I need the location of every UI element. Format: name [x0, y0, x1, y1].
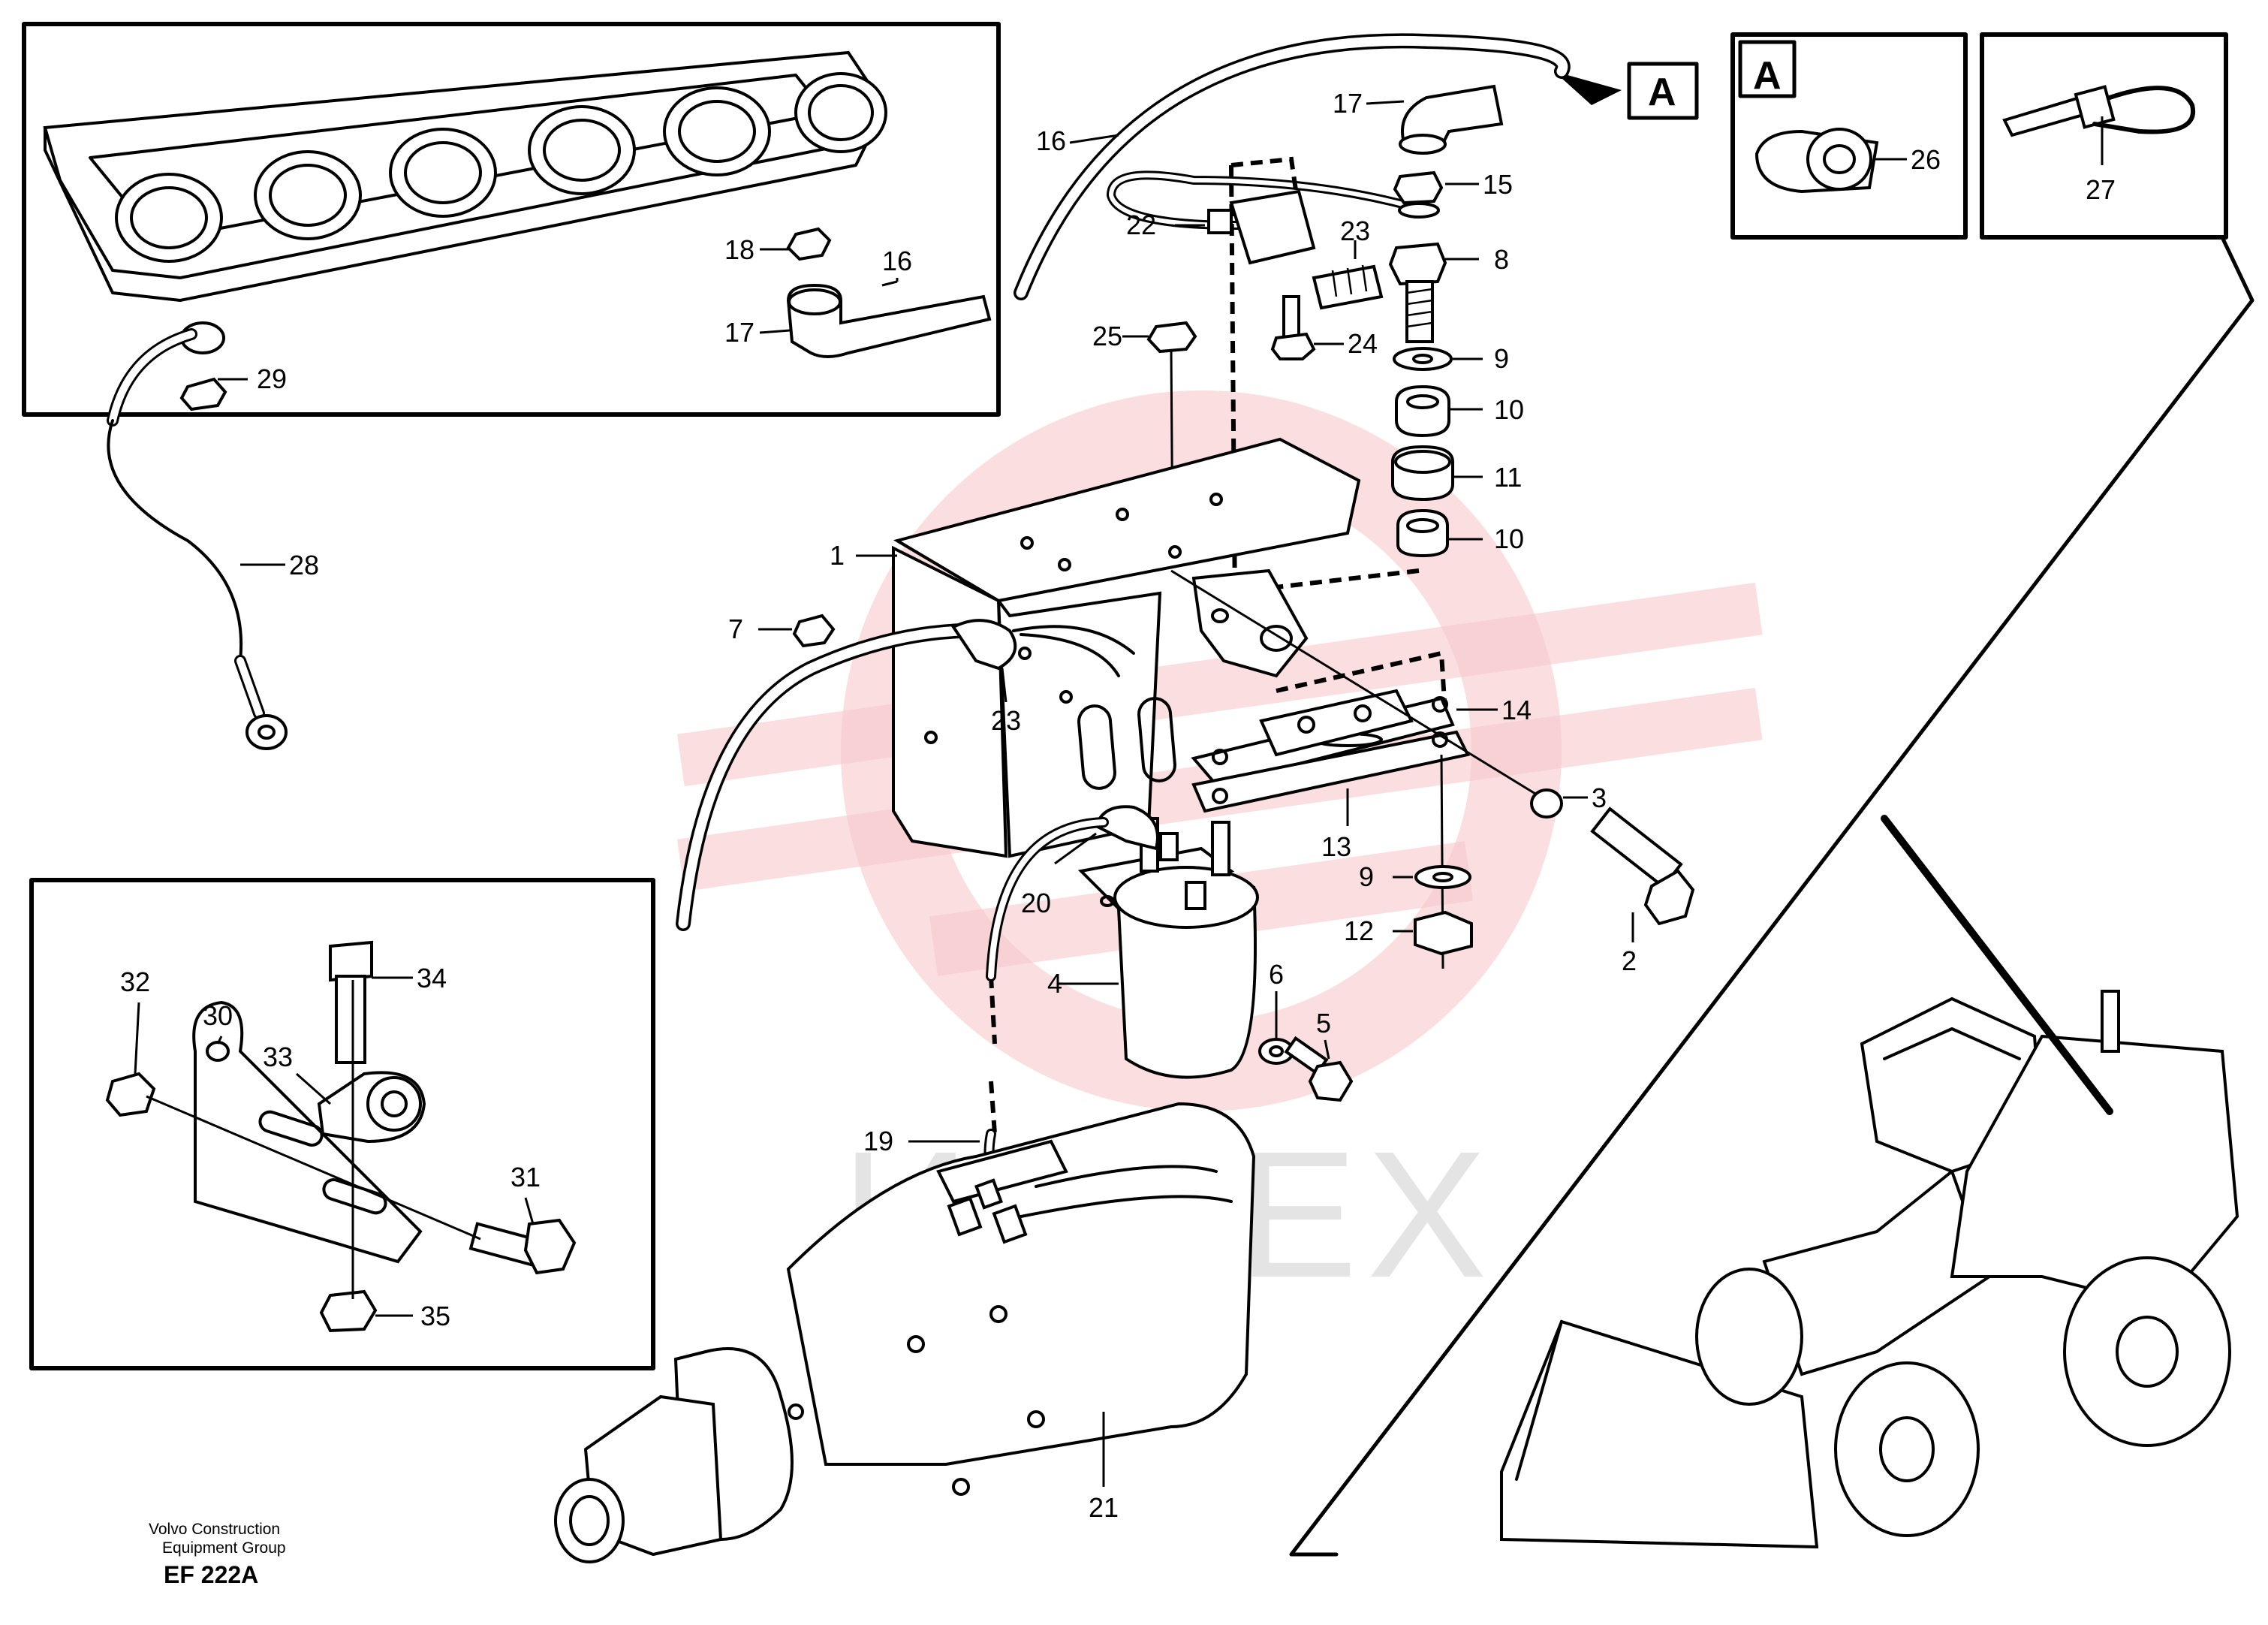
callout-16a: 16 [882, 246, 912, 276]
callout-3: 3 [1592, 782, 1607, 813]
footer-line-1: Volvo Construction [149, 1521, 280, 1538]
callout-22: 22 [1126, 210, 1156, 240]
callout-32: 32 [120, 966, 150, 997]
callout-10b: 10 [1494, 523, 1524, 554]
detail-box-cable-tie [1980, 32, 2228, 240]
callout-8: 8 [1494, 244, 1509, 275]
detail-ref-a-box [1627, 62, 1699, 120]
callout-14: 14 [1501, 695, 1532, 725]
callout-6: 6 [1269, 959, 1284, 990]
detail-label-a: A [1753, 54, 1782, 98]
callout-10: 10 [1494, 394, 1524, 425]
footer-line-2: Equipment Group [162, 1539, 286, 1557]
callout-12: 12 [1344, 915, 1374, 946]
callout-2: 2 [1622, 945, 1637, 976]
wheel-loader-overview [1500, 990, 2239, 1549]
callout-27: 27 [2086, 174, 2116, 205]
starter-motor [554, 1102, 1256, 1563]
stud-stack [1388, 170, 1454, 558]
busbar-assembly [1191, 689, 1470, 813]
callout-16: 16 [1036, 125, 1066, 156]
detail-box-a [1730, 32, 1968, 240]
relay-component [1077, 817, 1259, 1079]
callout-23: 23 [1340, 216, 1370, 246]
callout-18: 18 [724, 234, 754, 265]
detail-ref-a-label: A [1648, 71, 1676, 114]
inset-intake-manifold [22, 22, 1001, 417]
callout-11: 11 [1494, 462, 1522, 493]
callout-24: 24 [1348, 328, 1378, 359]
callout-4: 4 [1047, 968, 1062, 999]
callout-7: 7 [728, 614, 743, 644]
callout-34: 34 [417, 963, 447, 993]
footer-code: EF 222A [164, 1561, 258, 1588]
callout-19: 19 [863, 1126, 893, 1156]
callout-15: 15 [1483, 169, 1513, 200]
callout-21: 21 [1089, 1492, 1119, 1523]
callout-35: 35 [420, 1301, 450, 1331]
arrow-icon [1554, 71, 1622, 105]
callout-33: 33 [263, 1042, 293, 1072]
callout-13: 13 [1321, 831, 1351, 862]
callout-25: 25 [1092, 321, 1122, 351]
callout-20: 20 [1021, 888, 1051, 918]
callout-23b: 23 [991, 705, 1021, 736]
callout-26: 26 [1911, 144, 1941, 175]
callout-30: 30 [203, 1000, 233, 1031]
callout-17: 17 [1333, 88, 1363, 119]
callout-28: 28 [289, 550, 319, 580]
callout-9b: 9 [1359, 861, 1374, 892]
callout-9: 9 [1494, 343, 1509, 374]
callout-1: 1 [830, 540, 845, 571]
callout-29: 29 [257, 363, 287, 394]
callout-5: 5 [1316, 1008, 1331, 1039]
inset-bracket [29, 878, 655, 1370]
callout-31: 31 [511, 1162, 541, 1192]
callout-17a: 17 [724, 317, 754, 348]
